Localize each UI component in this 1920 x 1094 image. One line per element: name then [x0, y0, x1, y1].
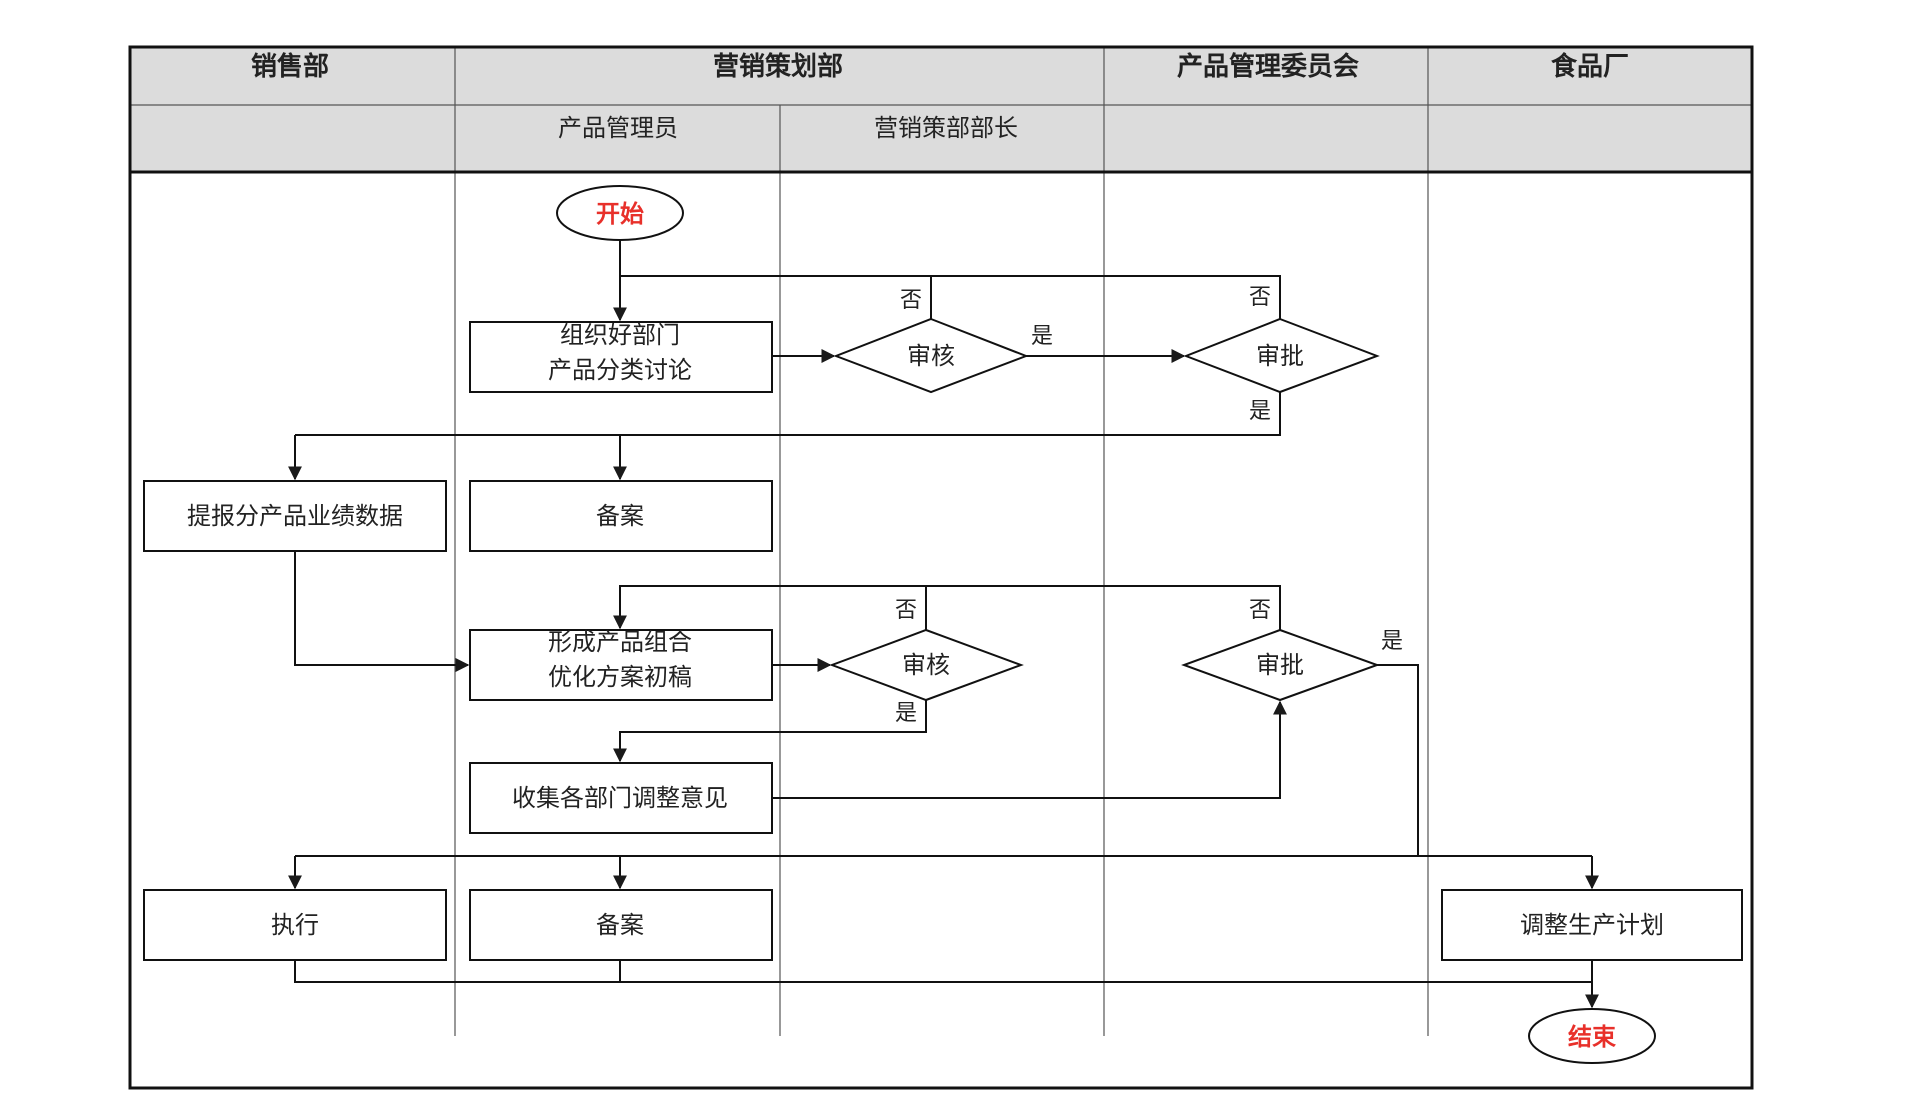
review2-label: 审核: [902, 651, 950, 679]
review2-yes-label: 是: [895, 701, 917, 726]
sublane-header-product-manager: 产品管理员: [558, 114, 678, 142]
approve1-no-label: 否: [1249, 285, 1271, 310]
review2-no-label: 否: [895, 598, 917, 623]
lane-header-factory: 食品厂: [1551, 51, 1629, 82]
lane-header-committee: 产品管理委员会: [1177, 52, 1359, 82]
archive2-box: [469, 889, 773, 961]
archive1-box: [469, 480, 773, 552]
approve2-diamond: [1181, 628, 1380, 702]
approve1-yes-label: 是: [1249, 399, 1271, 424]
review1-diamond: [833, 317, 1029, 394]
adjust-plan-box: [1441, 889, 1743, 961]
end-node: [1528, 1008, 1656, 1064]
approve1-label: 审批: [1256, 342, 1304, 370]
draft-label-line2: 优化方案初稿: [548, 663, 692, 691]
draft-label-line1: 形成产品组合: [548, 628, 692, 656]
approve2-yes-label: 是: [1381, 629, 1403, 654]
execute-label: 执行: [271, 911, 319, 939]
collect-label: 收集各部门调整意见: [512, 784, 728, 812]
end-label: 结束: [1568, 1023, 1617, 1051]
archive2-label: 备案: [596, 911, 644, 939]
execute-box: [143, 889, 447, 961]
draft-box: [469, 629, 773, 701]
archive1-label: 备案: [596, 502, 644, 530]
diagram-frame: [128, 45, 1754, 1090]
adjust-plan-label: 调整生产计划: [1520, 911, 1664, 939]
review1-yes-label: 是: [1031, 324, 1053, 349]
report-label: 提报分产品业绩数据: [187, 502, 403, 530]
lane-header-marketing: 营销策划部: [713, 51, 843, 82]
approve2-no-label: 否: [1249, 598, 1271, 623]
header-band: [130, 47, 1752, 171]
discuss-label-line2: 产品分类讨论: [548, 356, 692, 384]
review1-no-label: 否: [900, 288, 922, 313]
sublane-header-marketing-head: 营销策部部长: [874, 114, 1018, 142]
approve2-label: 审批: [1256, 651, 1304, 679]
start-label: 开始: [596, 200, 644, 228]
lane-header-sales: 销售部: [251, 51, 329, 82]
connectors: [288, 240, 1599, 1009]
review1-label: 审核: [907, 342, 955, 370]
discuss-label-line1: 组织好部门: [560, 321, 680, 349]
lane-dividers: [130, 47, 1752, 1036]
shapes: [143, 185, 1743, 1064]
collect-box: [469, 762, 773, 834]
